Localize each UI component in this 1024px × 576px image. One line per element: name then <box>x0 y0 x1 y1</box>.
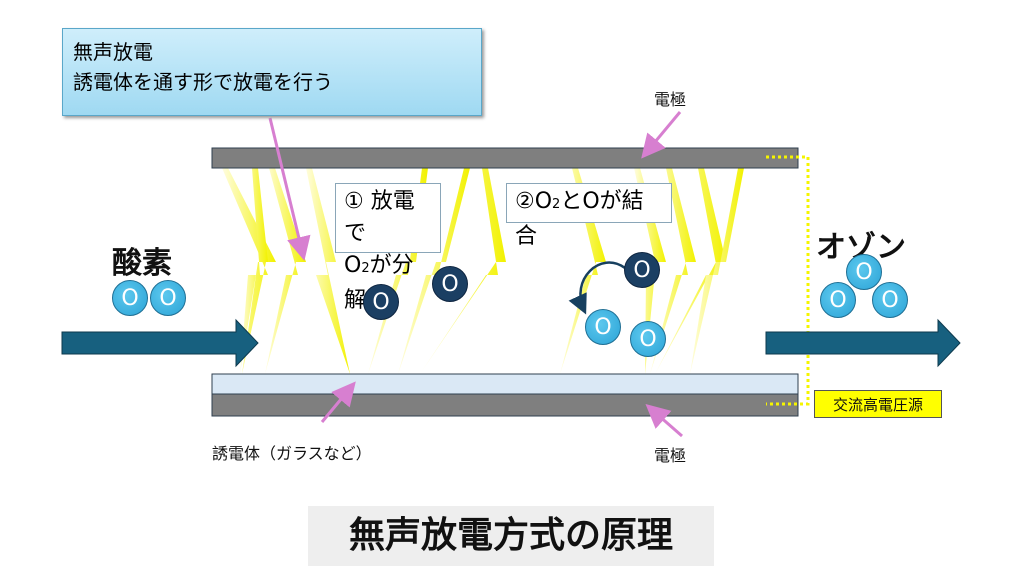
ozone-atom: O <box>820 282 856 318</box>
free-oxygen-atom: O <box>363 284 399 320</box>
callout-pointer <box>268 117 311 261</box>
o-symbol: O <box>344 253 362 278</box>
dielectric-plate <box>211 373 799 395</box>
step2-box: ②O2とOが結合 <box>506 183 672 249</box>
free-oxygen-atom: O <box>624 252 660 288</box>
dielectric-pointer <box>320 381 356 423</box>
ozone-atom: O <box>846 254 882 290</box>
dielectric-label: 誘電体（ガラスなど） <box>212 444 372 463</box>
step2-prefix: ②O <box>515 189 553 214</box>
spark-bolt <box>398 168 470 374</box>
spark-bolt <box>306 168 350 374</box>
step1-text: が分解 <box>344 253 414 313</box>
outlet-arrow <box>765 318 961 368</box>
inlet-arrow <box>61 318 259 368</box>
page-title: 無声放電方式の原理 <box>308 506 714 566</box>
callout-description: 誘電体を通す形で放電を行う <box>73 70 333 94</box>
spark-bolt <box>655 168 726 374</box>
power-wire <box>766 155 810 406</box>
electrode-top-pointer <box>641 111 682 159</box>
spark-bolt <box>650 168 696 374</box>
oxygen-atom: O <box>150 280 186 316</box>
oxygen-atom: O <box>112 280 148 316</box>
callout-title: 無声放電 <box>73 40 153 64</box>
oxygen-atom: O <box>585 309 621 345</box>
spark-bolt <box>690 168 744 374</box>
discharge-sparks <box>222 168 744 374</box>
silent-discharge-callout: 無声放電 誘電体を通す形で放電を行う <box>62 28 482 116</box>
power-source-label: 交流高電圧源 <box>814 390 942 418</box>
electrode-top-label: 電極 <box>654 90 687 109</box>
step1-line1: ① 放電で <box>344 189 415 246</box>
spark-bolt <box>265 168 306 374</box>
bottom-electrode <box>211 393 799 417</box>
spark-bolt <box>240 168 268 374</box>
electrode-bottom-pointer <box>645 404 683 438</box>
electrode-bottom-label: 電極 <box>654 446 687 465</box>
oxygen-atom: O <box>630 321 666 357</box>
step1-box: ① 放電で O2が分解 <box>335 183 441 313</box>
subscript: 2 <box>361 261 370 276</box>
spark-bolt <box>368 168 428 374</box>
step2-suffix: とOが結合 <box>515 189 644 249</box>
top-electrode <box>211 147 799 169</box>
step1-line2: O2が分解 <box>344 250 432 317</box>
ozone-atom: O <box>872 282 908 318</box>
free-oxygen-atom: O <box>432 266 468 302</box>
subscript: 2 <box>552 197 561 212</box>
recombine-arrow <box>568 261 626 315</box>
oxygen-label: 酸素 <box>112 246 172 281</box>
spark-bolt <box>222 168 276 374</box>
